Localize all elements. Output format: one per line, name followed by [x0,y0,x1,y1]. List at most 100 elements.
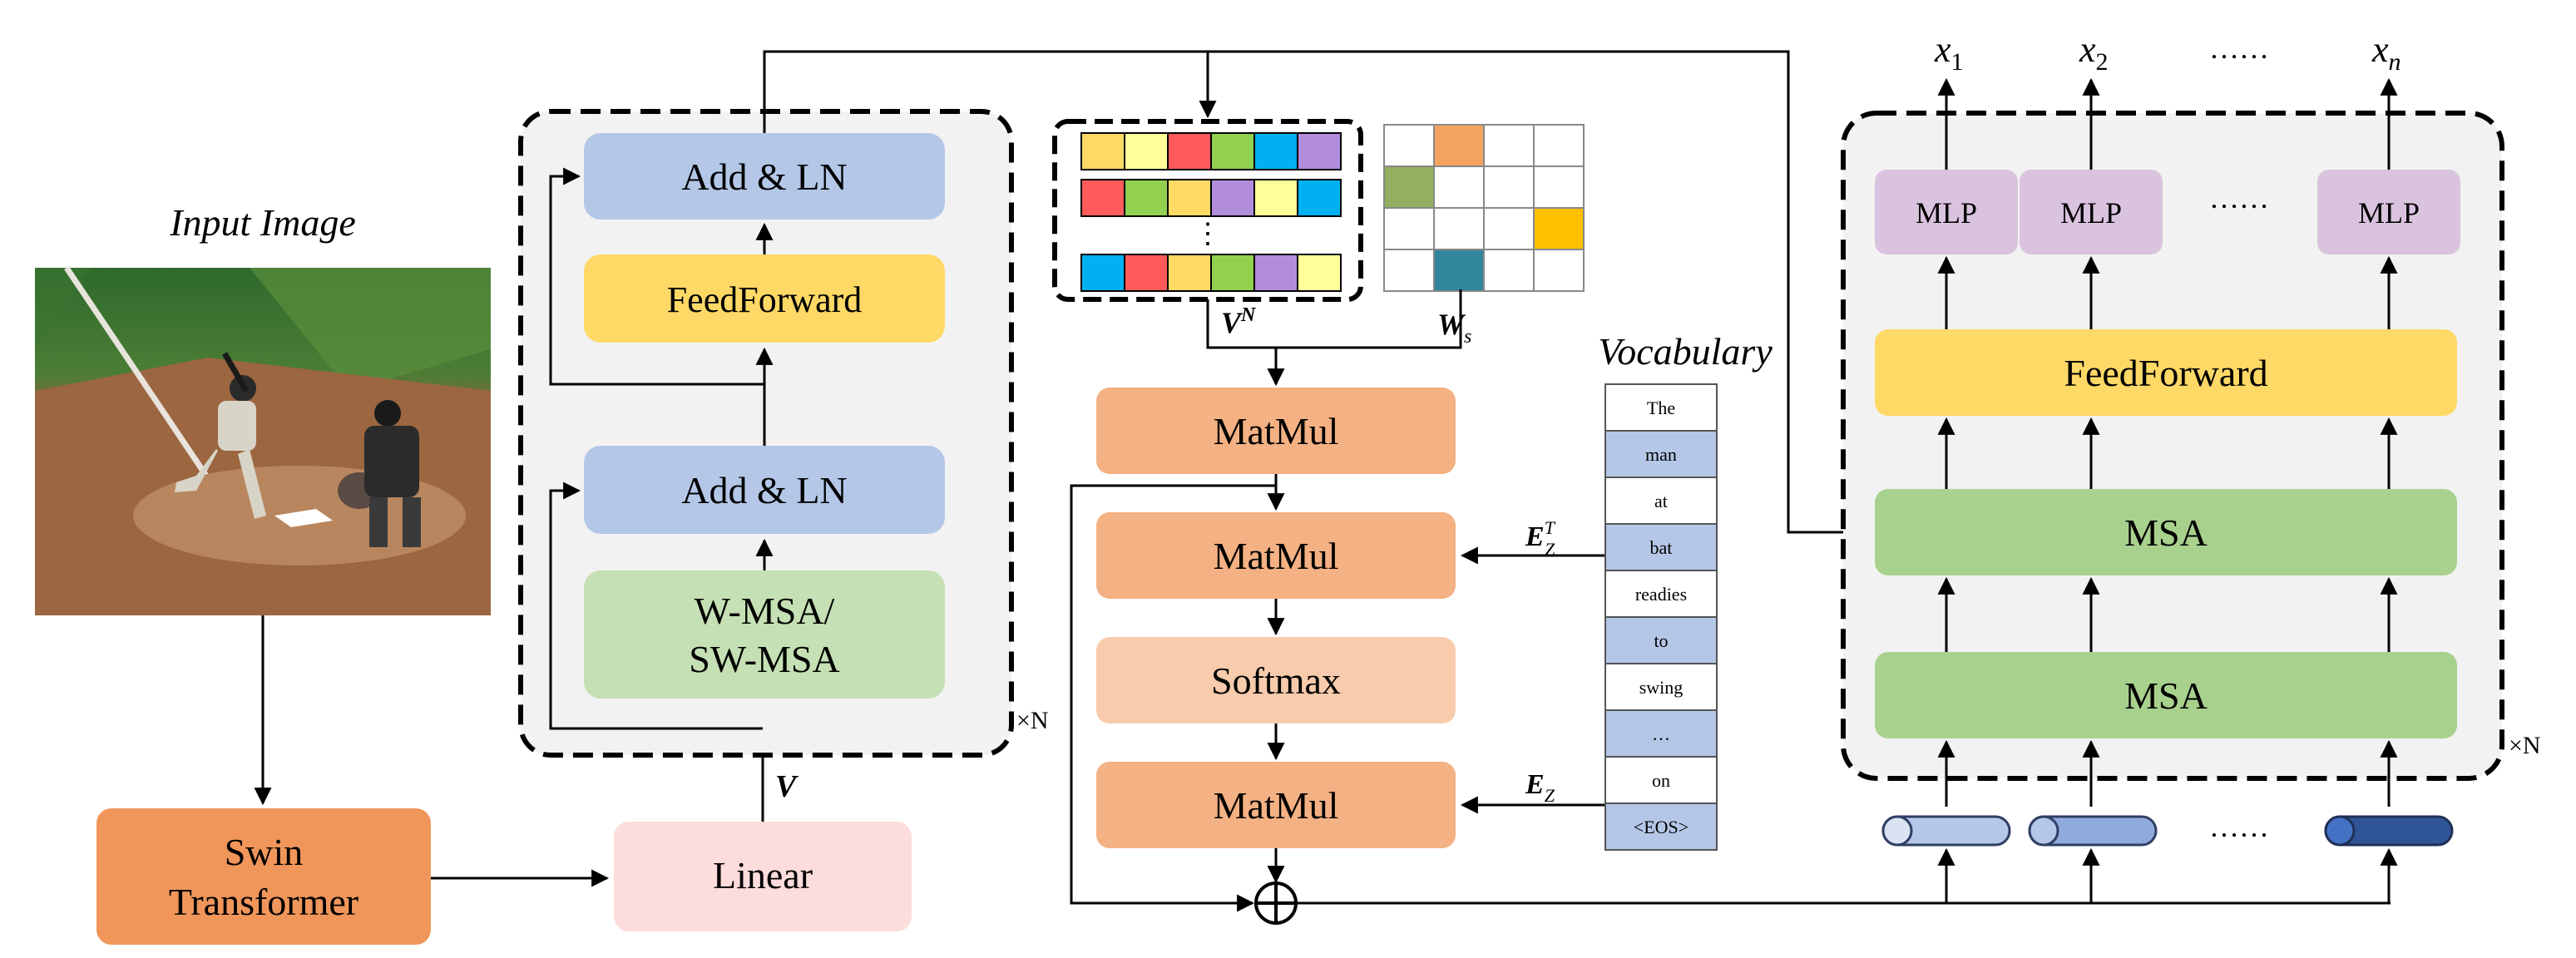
ws-label-sub: s [1464,326,1471,348]
token-embedding-1 [1881,815,2011,847]
feedforward-block-decoder: FeedForward [1875,329,2457,416]
ws-cell [1383,165,1435,209]
vocab-cell [1604,802,1718,851]
msa-label-lower: MSA [2124,674,2208,717]
vn-cell [1080,254,1125,292]
wmsa-label-line2: SW-MSA [689,638,839,680]
swin-label-line1: Swin [225,831,304,873]
vocab-word: to [1654,630,1668,651]
vn-cell [1297,179,1342,217]
ws-cell [1483,165,1535,209]
output-x1-var: x [1934,29,1951,70]
vn-cell [1297,254,1342,292]
vocab-word: on [1652,770,1670,791]
add-ln-label-lower: Add & LN [681,469,847,511]
mlp-block-1: MLP [1875,170,2018,254]
ws-label: Ws [1437,308,1471,348]
vn-cell [1167,132,1212,170]
output-xn: xn [2371,29,2401,76]
linear-label: Linear [713,854,813,896]
softmax-label: Softmax [1211,659,1341,702]
ws-cell [1533,124,1585,167]
mlp-label-n: MLP [2358,196,2420,230]
ws-cell [1433,207,1485,250]
vn-matrix-cells [1080,132,1342,292]
add-ln-block-upper: Add & LN [584,133,945,220]
ws-cell [1383,124,1435,167]
linear-block: Linear [614,822,912,931]
feedforward-label-encoder: FeedForward [667,279,863,320]
ws-label-main: W [1437,308,1466,341]
output-x2: x2 [2079,29,2109,76]
ws-cell [1483,207,1535,250]
ws-cell [1533,249,1585,292]
wmsa-block: W-MSA/ SW-MSA [584,570,945,699]
mlp-ellipsis: …… [2209,181,2269,215]
vn-cell [1167,254,1212,292]
vn-cell [1253,254,1298,292]
ws-cell [1483,124,1535,167]
vn-cell [1124,132,1169,170]
token-embedding-n [2324,815,2454,847]
vocab-word: <EOS> [1634,817,1688,837]
output-x1-sub: 1 [1951,48,1964,76]
decoder-arrows [1937,77,2398,807]
input-image-caption: Input Image [169,201,356,244]
ws-cell [1533,165,1585,209]
decoder-panel: ×N [1841,111,2541,781]
ws-cell [1433,124,1485,167]
vn-label: VN [1221,304,1257,339]
vn-dots: ⋮ [1194,219,1222,249]
vn-cell [1080,132,1125,170]
ws-cell [1433,165,1485,209]
swin-transformer-block: Swin Transformer [96,808,431,945]
ws-cell [1533,207,1585,250]
ws-matrix [1383,124,1585,292]
mlp-label-1: MLP [1916,196,1977,230]
softmax-block: Softmax [1096,637,1456,723]
swin-label-line2: Transformer [169,881,358,923]
output-xn-sub: n [2389,48,2401,76]
output-x2-sub: 2 [2096,48,2109,76]
vn-label-sup: N [1240,304,1257,326]
vn-cell [1167,179,1212,217]
output-x2-var: x [2079,29,2096,70]
matmul-label-2: MatMul [1214,535,1339,577]
vn-cell [1253,179,1298,217]
ez-label-sub: Z [1545,785,1555,806]
decoder-repeat-label: ×N [2509,732,2541,759]
mlp-block-2: MLP [2020,170,2163,254]
ws-cell [1383,207,1435,250]
msa-label-upper: MSA [2124,511,2208,554]
ez-label: EZ [1525,769,1555,806]
add-circle [1254,881,1298,925]
vn-cell [1210,132,1255,170]
output-xn-var: x [2371,29,2389,70]
vn-cell [1297,132,1342,170]
matmul-block-2: MatMul [1096,512,1456,599]
feedforward-label-decoder: FeedForward [2064,352,2267,394]
ws-cell [1483,249,1535,292]
add-ln-label-upper: Add & LN [681,156,847,198]
mlp-block-n: MLP [2317,170,2460,254]
v-label: V [775,769,799,804]
ezt-label-main: E [1525,521,1545,552]
vocab-word: The [1647,398,1675,418]
encoder-repeat-label: ×N [1016,707,1049,734]
vocab-word: readies [1635,584,1687,605]
matmul-label-1: MatMul [1214,410,1339,452]
wmsa-label-line1: W-MSA/ [695,590,835,632]
vocabulary-title: Vocabulary [1598,330,1773,373]
ezt-label-sub: Z [1545,539,1555,560]
vn-cell [1080,179,1125,217]
ezt-label-sup: T [1545,517,1556,538]
mlp-label-2: MLP [2060,196,2122,230]
vocab-cell [1604,756,1718,804]
output-x1: x1 [1934,29,1964,76]
vocab-word: bat [1650,537,1673,558]
vocab-word: at [1654,491,1668,511]
vocab-cell [1604,430,1718,478]
msa-block-lower: MSA [1875,652,2457,738]
